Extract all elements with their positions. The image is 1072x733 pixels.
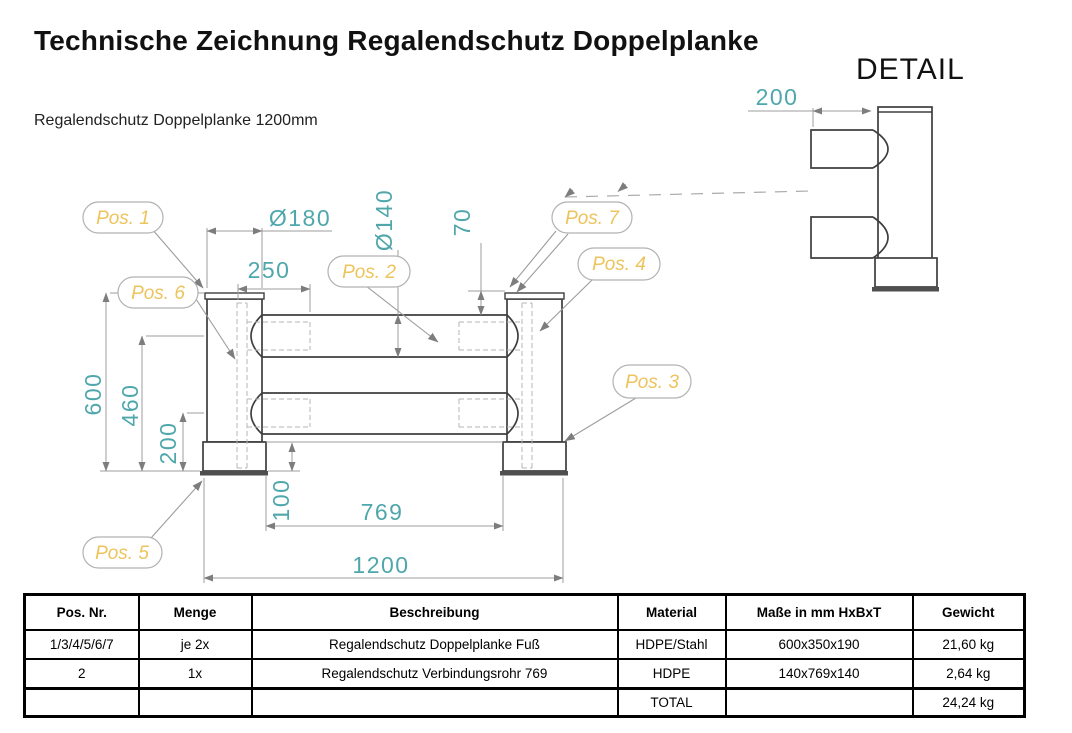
right-post-hidden-lines	[458, 302, 533, 469]
dim-label-200-detail: 200	[756, 84, 799, 110]
detail-view-title: DETAIL	[856, 53, 965, 86]
pos7-leader-1	[509, 230, 557, 288]
cell-menge: je 2x	[137, 629, 253, 660]
pos1-balloon: Pos. 1	[82, 201, 164, 234]
pos4-leader	[539, 279, 593, 332]
detail-reference-arrow-2	[617, 182, 628, 192]
dim-460: 460	[117, 335, 204, 472]
dim-diameter-140: Ø140	[371, 189, 402, 358]
cell-pos-nr: 1/3/4/5/6/7	[23, 629, 140, 660]
pos2-balloon: Pos. 2	[327, 255, 411, 288]
cell-material: HDPE/Stahl	[616, 629, 727, 660]
cell-beschreibung: Regalendschutz Verbindungsrohr 769	[250, 658, 619, 690]
pos4-label: Pos. 4	[592, 254, 646, 275]
left-post	[204, 292, 265, 443]
dim-label-600: 600	[80, 373, 106, 416]
cell-total-weight: 24,24 kg	[911, 687, 1026, 718]
dim-label-140: Ø140	[371, 189, 397, 251]
dim-diameter-180: Ø180	[206, 205, 332, 288]
cell-masse: 140x769x140	[724, 658, 914, 690]
table-header-row: Pos. Nr. Menge Beschreibung Material Maß…	[23, 593, 1026, 631]
lower-tube	[250, 392, 519, 435]
detail-reference-arrow-1	[564, 187, 575, 198]
detail-upper-tube	[810, 129, 889, 169]
detail-view: 200	[564, 84, 939, 292]
dim-200-left: 200	[155, 412, 204, 472]
cell-menge	[137, 687, 253, 718]
table-row-total: TOTAL 24,24 kg	[23, 687, 1026, 718]
dim-250: 250	[237, 257, 311, 312]
pos3-balloon: Pos. 3	[612, 364, 692, 399]
dim-label-769: 769	[361, 499, 404, 525]
dim-label-70: 70	[449, 208, 475, 237]
parts-table-container: Pos. Nr. Menge Beschreibung Material Maß…	[23, 593, 1026, 718]
pos2-leader	[365, 285, 439, 343]
detail-foot	[872, 257, 939, 292]
dim-label-460: 460	[117, 384, 143, 427]
cell-total-label: TOTAL	[616, 687, 727, 718]
cell-beschreibung	[250, 687, 619, 718]
pos7-balloon: Pos. 7	[551, 201, 633, 234]
pos5-label: Pos. 5	[95, 543, 149, 564]
dim-label-250: 250	[248, 257, 291, 283]
header-beschreibung: Beschreibung	[250, 593, 619, 631]
dim-label-1200: 1200	[352, 552, 409, 578]
cell-pos-nr	[23, 687, 140, 718]
header-material: Material	[616, 593, 727, 631]
page-subtitle: Regalendschutz Doppelplanke 1200mm	[34, 112, 318, 129]
cell-masse	[724, 687, 914, 718]
dim-200-detail: 200	[748, 84, 872, 127]
dim-769: 769	[265, 475, 504, 531]
pos7-leader-2	[516, 233, 569, 293]
detail-lower-tube	[810, 216, 889, 259]
header-menge: Menge	[137, 593, 253, 631]
pos1-label: Pos. 1	[96, 208, 150, 229]
pos5-leader	[150, 480, 203, 539]
cell-material: HDPE	[616, 658, 727, 690]
pos3-label: Pos. 3	[625, 372, 679, 393]
upper-tube	[250, 314, 519, 358]
cell-gewicht: 21,60 kg	[911, 629, 1026, 660]
parts-table: Pos. Nr. Menge Beschreibung Material Maß…	[23, 593, 1026, 718]
right-foot	[500, 441, 568, 476]
page-title: Technische Zeichnung Regalendschutz Dopp…	[34, 25, 759, 56]
detail-reference-dashed-line	[564, 190, 811, 198]
dim-label-100: 100	[268, 479, 294, 522]
header-masse: Maße in mm HxBxT	[724, 593, 914, 631]
main-view: Ø180 250 Ø140 70 600	[80, 189, 568, 583]
table-row-tube: 2 1x Regalendschutz Verbindungsrohr 769 …	[23, 658, 1026, 690]
left-post-hidden-lines	[236, 302, 311, 469]
pos6-balloon: Pos. 6	[117, 276, 199, 309]
dim-label-180: Ø180	[269, 205, 331, 231]
pos6-label: Pos. 6	[131, 283, 185, 304]
pos4-balloon: Pos. 4	[577, 247, 661, 281]
cell-beschreibung: Regalendschutz Doppelplanke Fuß	[250, 629, 619, 660]
pos3-leader	[564, 397, 637, 442]
pos1-leader	[151, 228, 204, 289]
cell-masse: 600x350x190	[724, 629, 914, 660]
pos7-label: Pos. 7	[565, 208, 620, 229]
right-post	[504, 292, 565, 443]
cell-pos-nr: 2	[23, 658, 140, 690]
dim-1200: 1200	[203, 478, 564, 583]
cell-gewicht: 2,64 kg	[911, 658, 1026, 690]
dim-100: 100	[268, 442, 300, 522]
header-pos-nr: Pos. Nr.	[23, 593, 140, 631]
dim-70: 70	[449, 208, 505, 316]
pos2-label: Pos. 2	[342, 262, 396, 283]
table-row-foot: 1/3/4/5/6/7 je 2x Regalendschutz Doppelp…	[23, 629, 1026, 660]
detail-post	[877, 106, 933, 261]
pos6-leader	[195, 298, 236, 360]
left-foot	[200, 441, 268, 476]
position-labels: Pos. 1 Pos. 6 Pos. 2 Pos. 7 Pos. 4 Pos. …	[82, 201, 692, 569]
dim-label-200-left: 200	[155, 422, 181, 465]
cell-menge: 1x	[137, 658, 253, 690]
header-gewicht: Gewicht	[911, 593, 1026, 631]
pos5-balloon: Pos. 5	[82, 536, 163, 569]
